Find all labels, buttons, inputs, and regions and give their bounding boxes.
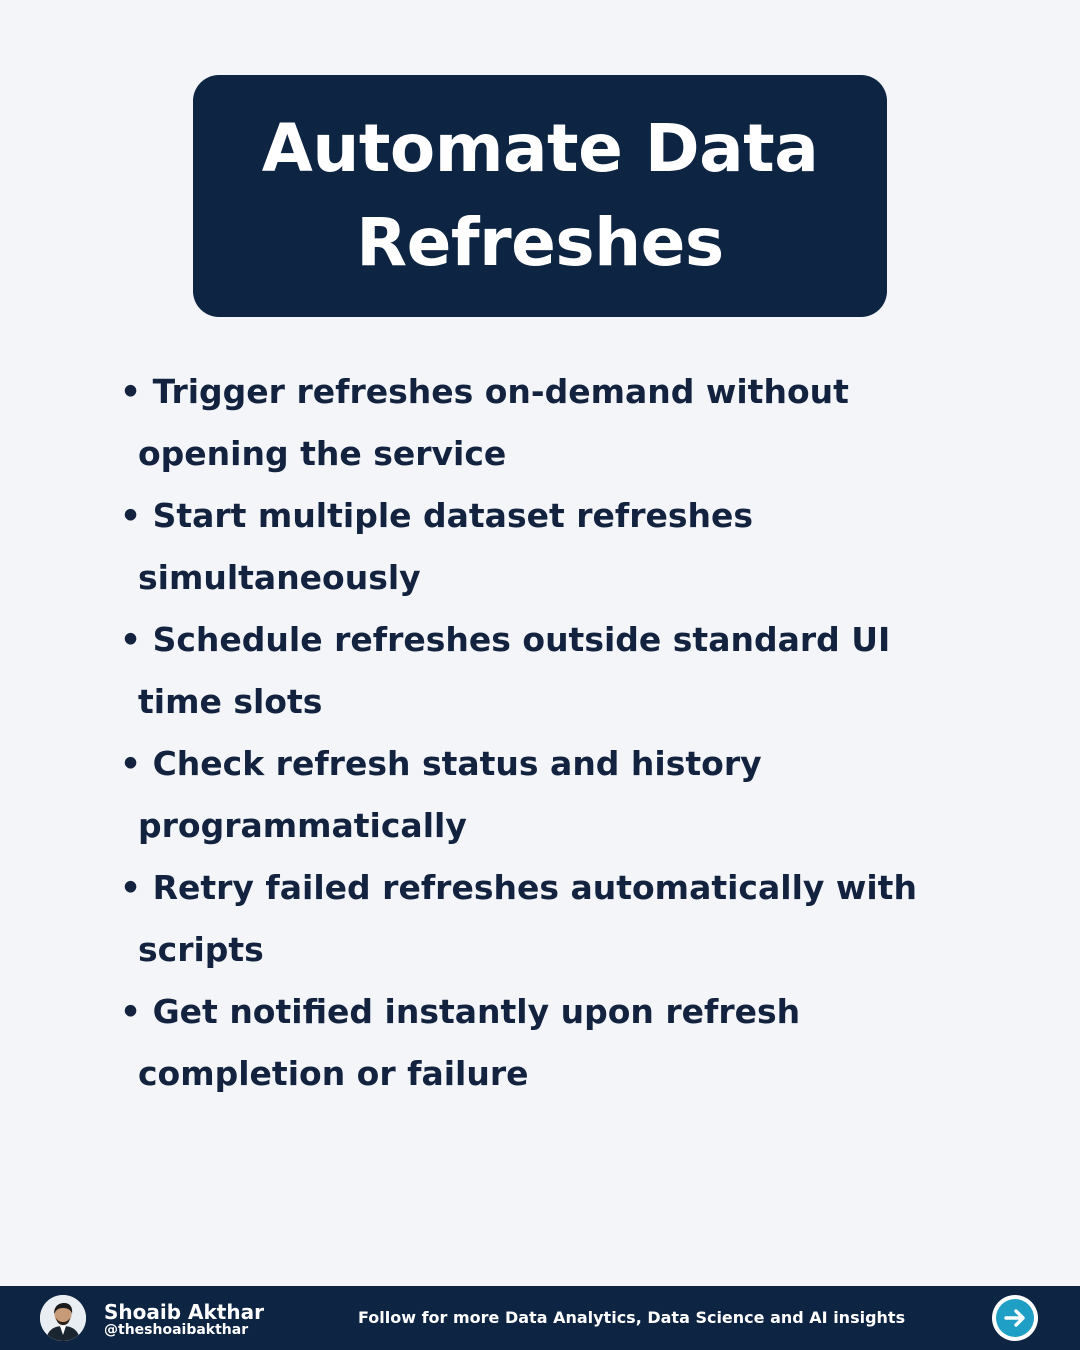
next-button[interactable] xyxy=(992,1295,1038,1341)
bullet-item: • Start multiple dataset refreshes simul… xyxy=(120,496,754,597)
bullet-item: • Check refresh status and history progr… xyxy=(120,744,762,845)
author-handle[interactable]: @theshoaibakthar xyxy=(104,1322,249,1338)
next-button-inner xyxy=(996,1299,1034,1337)
avatar[interactable] xyxy=(40,1295,86,1341)
arrow-right-icon xyxy=(1004,1309,1025,1327)
bullet-item: • Schedule refreshes outside standard UI… xyxy=(120,620,891,721)
footer-tagline: Follow for more Data Analytics, Data Sci… xyxy=(358,1308,906,1327)
bullet-list: • Trigger refreshes on-demand without op… xyxy=(120,361,980,1105)
author-name: Shoaib Akthar xyxy=(104,1300,264,1324)
footer-bar: Shoaib Akthar @theshoaibakthar Follow fo… xyxy=(0,1286,1080,1350)
title-line-1: Automate Data xyxy=(261,110,819,187)
bullet-item: • Retry failed refreshes automatically w… xyxy=(120,868,917,969)
title-line-2: Refreshes xyxy=(356,204,724,281)
bullet-item: • Get notified instantly upon refresh co… xyxy=(120,992,801,1093)
bullet-item: • Trigger refreshes on-demand without op… xyxy=(120,372,849,473)
person-icon xyxy=(40,1295,86,1341)
